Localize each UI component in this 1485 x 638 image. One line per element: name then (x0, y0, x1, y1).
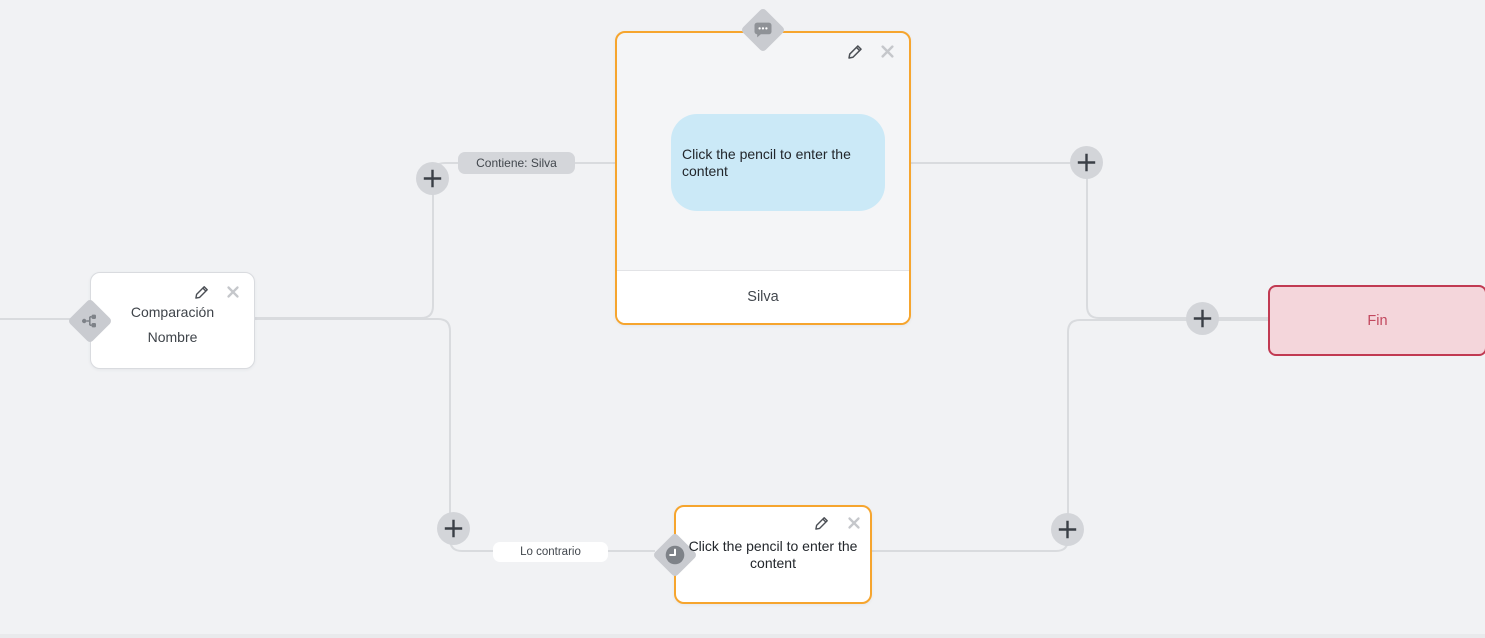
edit-node-button[interactable] (813, 514, 831, 532)
plus-icon (1077, 153, 1096, 172)
node-title: Comparación (130, 304, 215, 320)
close-icon (227, 286, 239, 298)
sitemap-icon (81, 312, 99, 330)
canvas-bottom-edge (0, 634, 1485, 638)
add-node-button[interactable] (1186, 302, 1219, 335)
close-icon (880, 44, 894, 58)
message-preview-bubble: Click the pencil to enter the content (671, 114, 885, 211)
add-node-button[interactable] (1070, 146, 1103, 179)
message-type-badge (740, 7, 786, 53)
node-footer-label: Silva (747, 289, 779, 305)
message-placeholder-text: Click the pencil to enter the content (682, 146, 851, 179)
delete-node-button[interactable] (845, 514, 863, 532)
delete-node-button[interactable] (224, 283, 242, 301)
node-footer: Silva (617, 270, 909, 323)
node-comparison[interactable]: Comparación Nombre (67, 272, 255, 369)
condition-type-badge (67, 297, 113, 344)
edit-node-button[interactable] (846, 42, 864, 60)
add-node-button[interactable] (416, 162, 449, 195)
edge-path (253, 318, 493, 552)
edge-label-text: Lo contrario (520, 546, 581, 558)
edge-path (907, 162, 1268, 319)
plus-icon (1058, 520, 1077, 539)
edge-label-contains: Contiene: Silva (458, 152, 575, 174)
close-icon (848, 517, 860, 529)
wait-type-badge (652, 531, 698, 578)
edit-node-button[interactable] (193, 283, 211, 301)
edge-label-text: Contiene: Silva (476, 156, 557, 170)
node-wait[interactable]: Click the pencil to enter the content (652, 505, 872, 604)
end-node-label: Fin (1367, 312, 1388, 329)
clock-icon (664, 544, 686, 566)
add-node-button[interactable] (1051, 513, 1084, 546)
node-subtitle: Nombre (147, 329, 198, 345)
plus-icon (423, 169, 442, 188)
node-end[interactable]: Fin (1268, 285, 1485, 356)
edge-label-otherwise: Lo contrario (493, 542, 608, 562)
delete-node-button[interactable] (878, 42, 896, 60)
wait-placeholder-text: Click the pencil to enter the content (688, 538, 858, 571)
pencil-icon (847, 44, 862, 59)
pencil-icon (815, 517, 828, 530)
add-node-button[interactable] (437, 512, 470, 545)
plus-icon (444, 519, 463, 538)
node-message[interactable]: Click the pencil to enter the content Si… (615, 7, 911, 325)
chat-icon (753, 21, 773, 39)
edge-path (868, 319, 1268, 552)
pencil-icon (195, 286, 208, 299)
plus-icon (1193, 309, 1212, 328)
